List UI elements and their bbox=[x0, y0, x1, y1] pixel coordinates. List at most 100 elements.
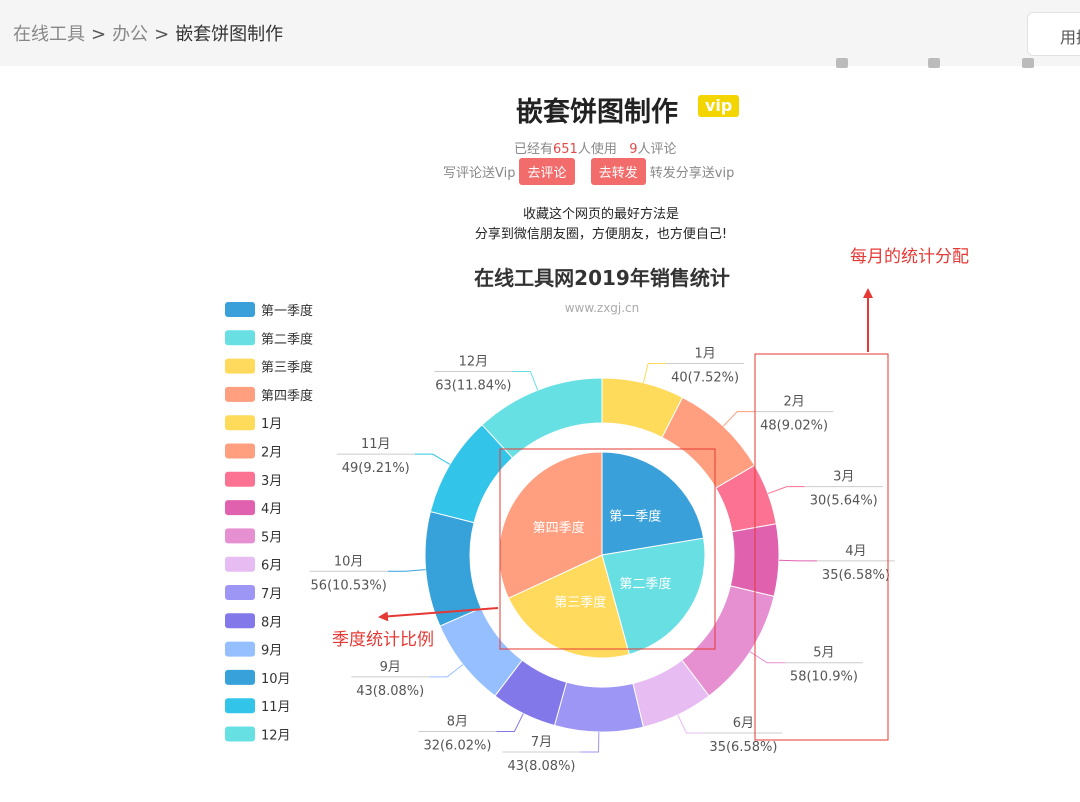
chart-title: 在线工具网2019年销售统计 bbox=[474, 266, 730, 290]
legend-item-label[interactable]: 5月 bbox=[261, 530, 282, 545]
legend-item-label[interactable]: 11月 bbox=[261, 700, 291, 715]
month-value-label: 63(11.84%) bbox=[435, 378, 511, 393]
month-value-label: 35(6.58%) bbox=[822, 568, 890, 583]
month-label: 3月 bbox=[833, 470, 854, 485]
quarterly-arrow bbox=[378, 607, 499, 622]
label-leader-line bbox=[767, 486, 805, 495]
label-leader-line bbox=[414, 453, 451, 465]
month-label: 7月 bbox=[531, 735, 552, 750]
legend-swatch[interactable] bbox=[225, 585, 255, 600]
legend-item-label[interactable]: 12月 bbox=[261, 729, 291, 744]
share-button[interactable]: 去转发 bbox=[590, 158, 646, 185]
download-icon[interactable] bbox=[836, 58, 848, 68]
inner-slice-label: 第二季度 bbox=[619, 576, 671, 592]
breadcrumb-separator: > bbox=[91, 24, 107, 45]
label-leader-line bbox=[677, 714, 705, 734]
legend-item-label[interactable]: 1月 bbox=[261, 417, 282, 432]
legend-swatch[interactable] bbox=[225, 669, 255, 685]
legend-swatch[interactable] bbox=[225, 330, 255, 346]
month-label: 1月 bbox=[694, 346, 715, 361]
legend-item-label[interactable]: 2月 bbox=[261, 446, 282, 461]
month-value-label: 35(6.58%) bbox=[709, 740, 777, 755]
label-leader-line bbox=[580, 731, 600, 753]
legend-swatch[interactable] bbox=[225, 556, 255, 572]
stats-users-suffix: 人使用 bbox=[577, 142, 617, 157]
quarter-highlight-box bbox=[499, 448, 716, 650]
legend-swatch[interactable] bbox=[225, 302, 255, 317]
legend-item-label[interactable]: 第二季度 bbox=[261, 331, 313, 347]
search-label: 用搜 bbox=[1060, 28, 1080, 47]
inner-slice-label: 第三季度 bbox=[554, 595, 606, 611]
legend-item-label[interactable]: 第一季度 bbox=[261, 303, 313, 319]
legend-swatch[interactable] bbox=[225, 698, 255, 714]
month-value-label: 56(10.53%) bbox=[311, 578, 387, 593]
breadcrumb-current: 嵌套饼图制作 bbox=[175, 24, 284, 45]
legend-item-label[interactable]: 第四季度 bbox=[261, 388, 313, 404]
share-vip-text: 转发分享送vip bbox=[649, 166, 735, 181]
tip-line-2: 分享到微信朋友圈，方便朋友，也方便自己! bbox=[474, 227, 728, 242]
inner-slice-3[interactable] bbox=[507, 554, 630, 659]
label-leader-line bbox=[723, 411, 756, 427]
legend-swatch[interactable] bbox=[225, 500, 255, 516]
inner-slice-4[interactable] bbox=[498, 451, 603, 599]
month-value-label: 40(7.52%) bbox=[671, 370, 739, 385]
outer-labels: 1月40(7.52%)2月48(9.02%)3月30(5.64%)4月35(6.… bbox=[309, 346, 895, 774]
month-label: 9月 bbox=[380, 660, 401, 675]
label-leader-line bbox=[749, 651, 785, 664]
legend-swatch[interactable] bbox=[225, 443, 255, 459]
toolbar-strip bbox=[830, 56, 1080, 70]
legend-item-label[interactable]: 7月 bbox=[261, 587, 282, 602]
breadcrumb-link-office[interactable]: 办公 bbox=[112, 24, 149, 45]
inner-slice-label: 第四季度 bbox=[533, 520, 585, 536]
legend-swatch[interactable] bbox=[225, 528, 255, 544]
breadcrumb-link-tools[interactable]: 在线工具 bbox=[13, 24, 85, 45]
search-box[interactable]: 用搜 bbox=[1027, 12, 1080, 56]
user-count: 651 bbox=[553, 142, 578, 157]
legend-swatch[interactable] bbox=[225, 358, 255, 374]
outer-slice-10[interactable] bbox=[424, 510, 482, 627]
month-highlight-box bbox=[754, 353, 889, 741]
legend-item-label[interactable]: 3月 bbox=[261, 474, 282, 489]
legend-swatch[interactable] bbox=[225, 471, 255, 487]
month-value-label: 58(10.9%) bbox=[790, 670, 858, 685]
outer-slice-7[interactable] bbox=[553, 681, 645, 733]
share-icon[interactable] bbox=[1022, 58, 1034, 68]
month-label: 4月 bbox=[845, 544, 866, 559]
month-label: 12月 bbox=[459, 354, 489, 369]
legend-item-label[interactable]: 8月 bbox=[261, 615, 282, 630]
month-value-label: 49(9.21%) bbox=[342, 461, 410, 476]
outer-slice-12[interactable] bbox=[481, 377, 603, 459]
legend-swatch[interactable] bbox=[225, 641, 255, 657]
copy-icon[interactable] bbox=[928, 58, 940, 68]
monthly-annotation: 每月的统计分配 bbox=[850, 247, 969, 267]
month-value-label: 43(8.08%) bbox=[356, 684, 424, 699]
legend-item-label[interactable]: 10月 bbox=[261, 672, 291, 687]
legend-item-label[interactable]: 第三季度 bbox=[261, 360, 313, 376]
legend-item-label[interactable]: 4月 bbox=[261, 502, 282, 517]
breadcrumb-separator: > bbox=[154, 24, 170, 45]
top-bar: 在线工具>办公>嵌套饼图制作 用搜 bbox=[0, 0, 1080, 66]
legend-item-label[interactable]: 9月 bbox=[261, 644, 282, 659]
legend-item-label[interactable]: 6月 bbox=[261, 559, 282, 574]
legend-swatch[interactable] bbox=[225, 726, 255, 742]
legend-swatch[interactable] bbox=[225, 415, 255, 431]
comment-count: 9 bbox=[629, 142, 638, 157]
page-title: 嵌套饼图制作 bbox=[516, 90, 678, 129]
label-leader-line bbox=[429, 664, 464, 678]
label-leader-line bbox=[778, 559, 817, 562]
inner-slice-2[interactable] bbox=[601, 537, 706, 655]
stats-prefix: 已经有 bbox=[514, 142, 554, 157]
comment-vip-text: 写评论送Vip bbox=[443, 166, 516, 181]
month-label: 8月 bbox=[447, 714, 468, 729]
legend-swatch[interactable] bbox=[225, 386, 255, 402]
comment-button[interactable]: 去评论 bbox=[519, 158, 575, 185]
inner-slice-label: 第一季度 bbox=[609, 509, 661, 525]
outer-ring bbox=[424, 377, 780, 733]
month-label: 6月 bbox=[733, 716, 754, 731]
legend-swatch[interactable] bbox=[225, 613, 255, 629]
inner-slice-1[interactable] bbox=[601, 451, 705, 556]
month-label: 11月 bbox=[361, 437, 391, 452]
